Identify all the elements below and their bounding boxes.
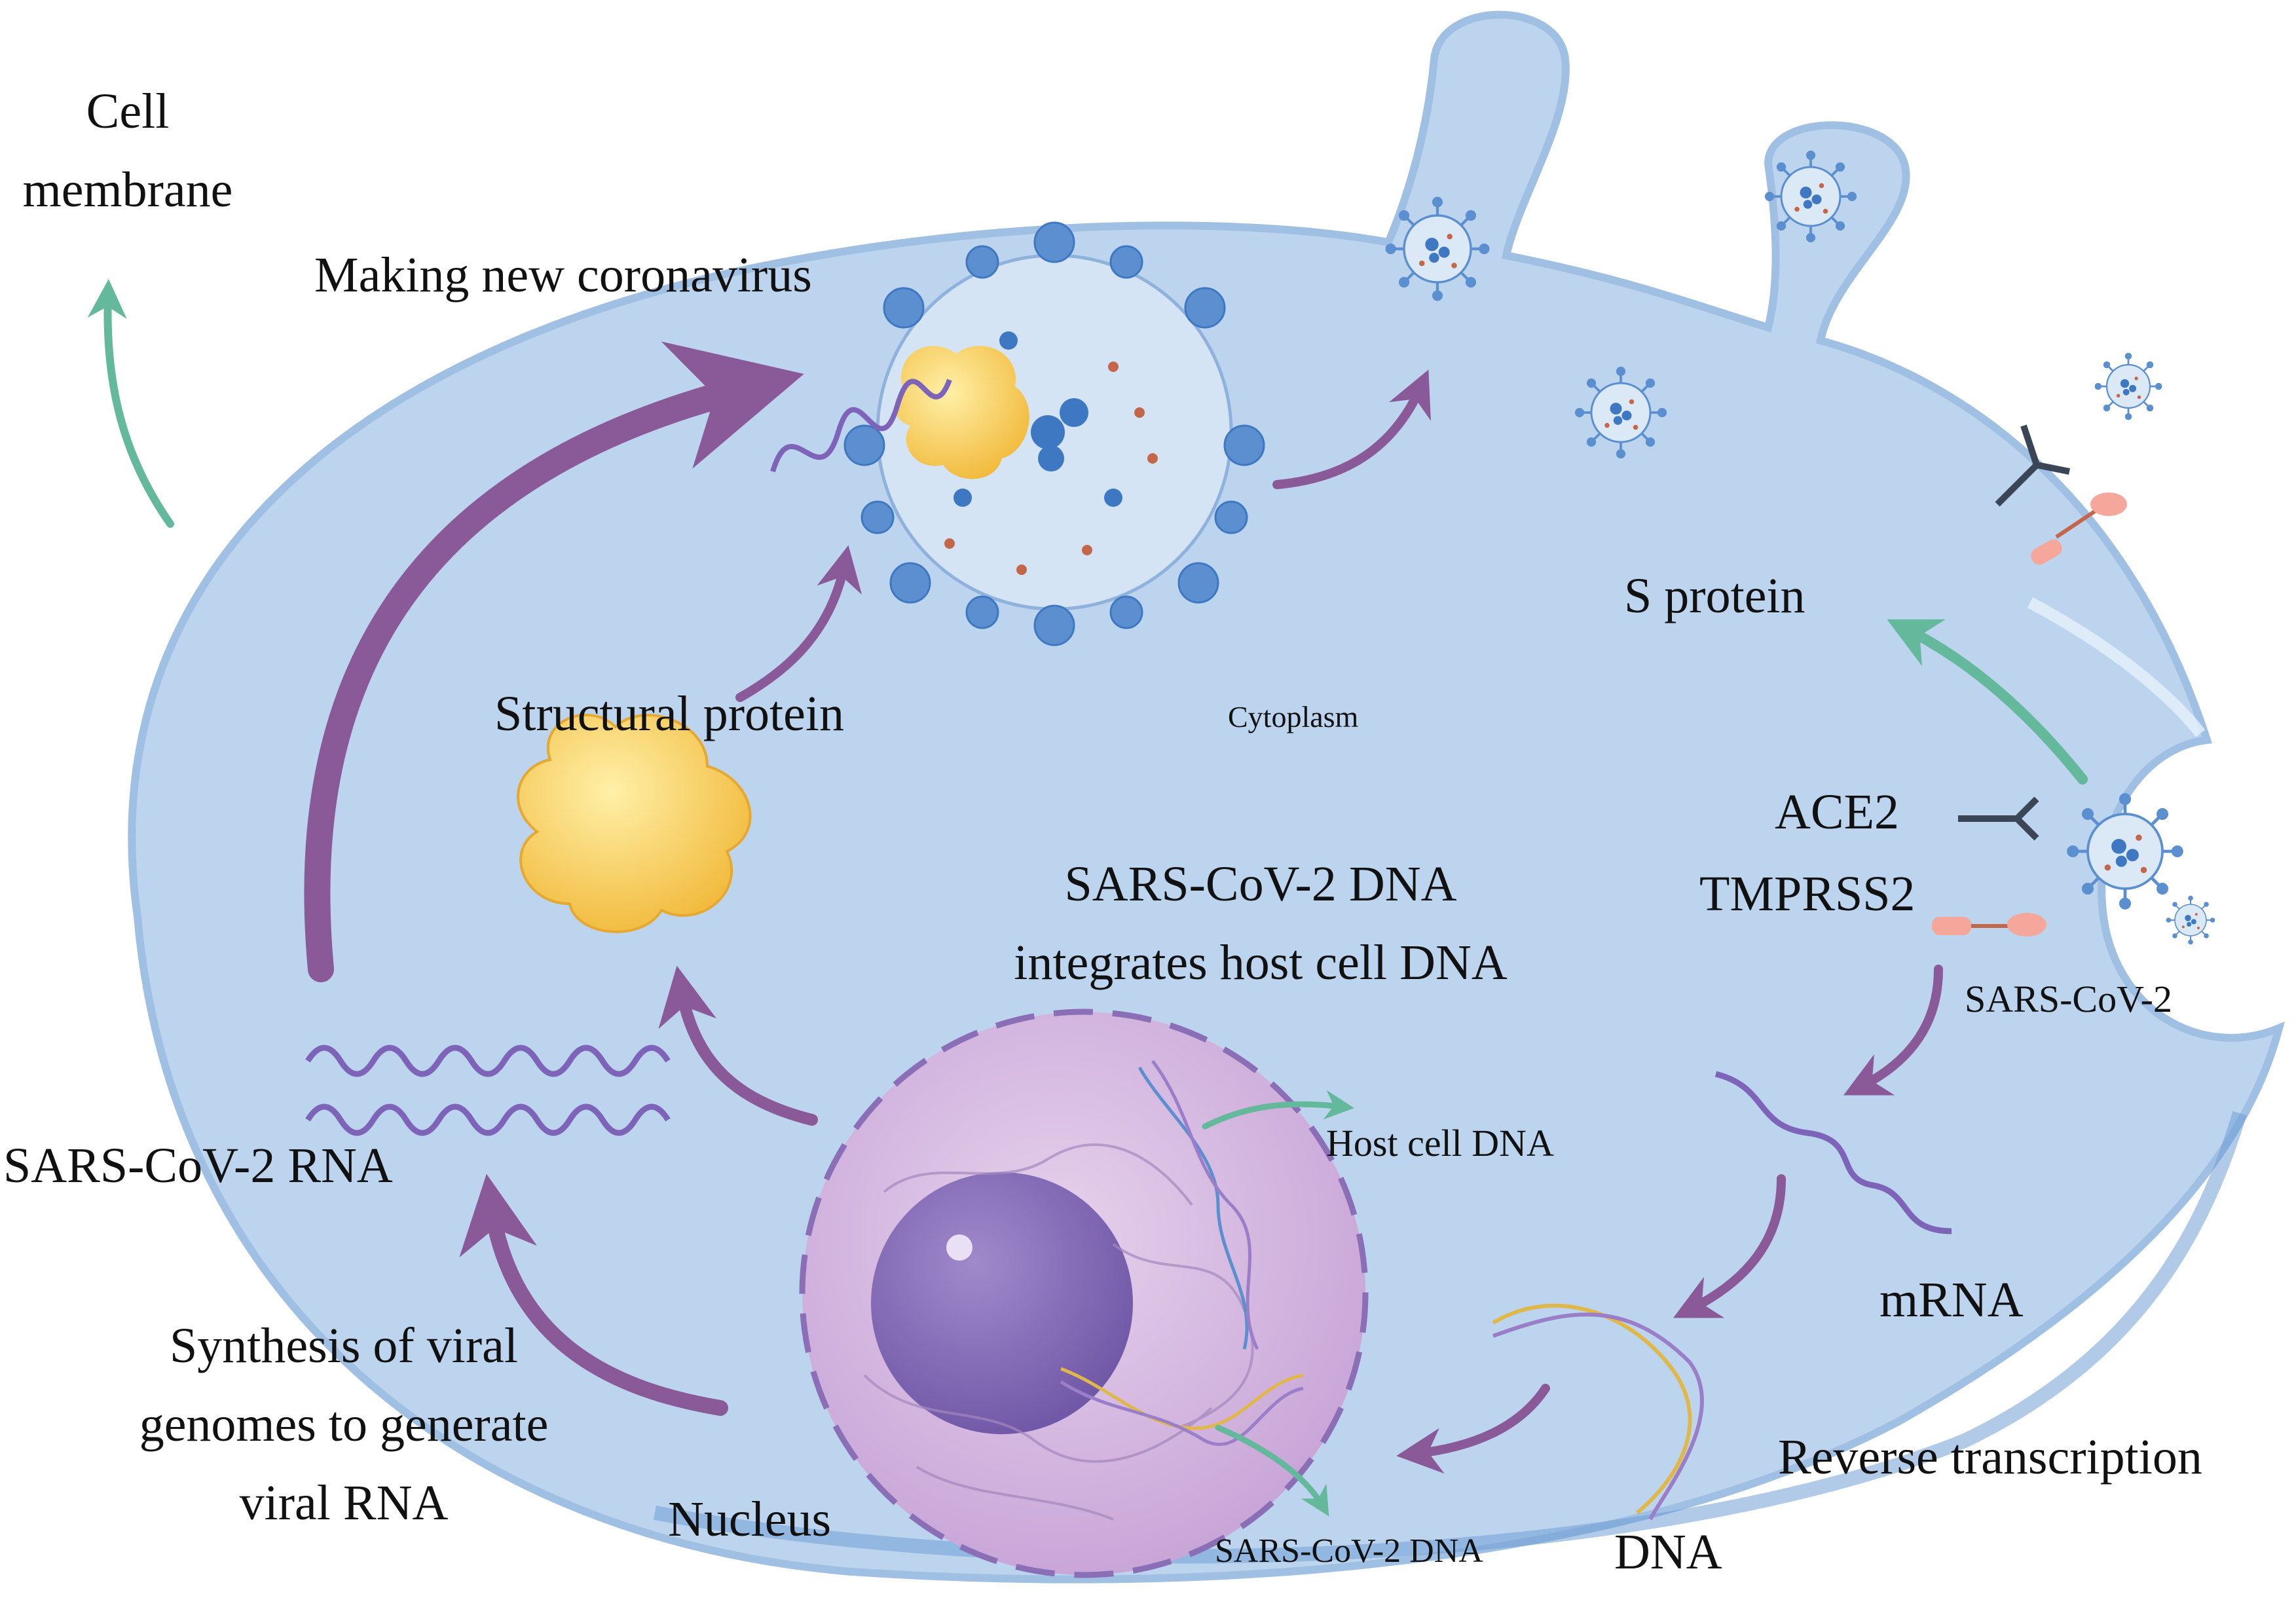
viral-dna-helix-in-nucleus	[1060, 1367, 1304, 1447]
arrow-mrna-to-dna	[1673, 1174, 1786, 1318]
membrane-highlight	[2027, 597, 2206, 737]
label-cell-membrane-2: membrane	[23, 162, 233, 217]
external-virion-2	[2166, 895, 2215, 945]
label-cell-membrane-1: Cell	[86, 84, 170, 139]
label-integrates-1: SARS-CoV-2 DNA	[1065, 857, 1457, 912]
assembling-virion	[770, 221, 1265, 646]
budding-virion-2	[1764, 150, 1857, 243]
mrna-strand	[1714, 1071, 1952, 1234]
arrow-virion-to-bud	[1272, 369, 1431, 489]
arrow-to-cell-membrane	[87, 279, 174, 528]
arrow-rna-to-virion	[304, 341, 804, 982]
label-making-virus: Making new coronavirus	[314, 248, 812, 303]
structural-protein	[517, 713, 752, 933]
label-nucleus: Nucleus	[668, 1492, 831, 1547]
label-structural-protein: Structural protein	[494, 686, 844, 741]
label-ace2: ACE2	[1775, 785, 1899, 840]
nucleolus	[871, 1172, 1133, 1434]
arrow-to-sars-dna	[1215, 1424, 1329, 1517]
label-s-protein: S protein	[1624, 568, 1805, 623]
arrow-nucleus-to-protein	[658, 965, 818, 1126]
nucleus	[799, 1009, 1369, 1578]
label-sars-cov-2: SARS-CoV-2	[1965, 978, 2172, 1020]
arrow-to-s-protein	[1887, 619, 2088, 785]
arrow-to-host-dna	[1202, 1090, 1354, 1130]
viral-rna-wave-2	[305, 1103, 671, 1136]
entering-virion	[2069, 795, 2182, 908]
label-integrates-2: integrates host cell DNA	[1014, 935, 1508, 990]
arrow-pocket-to-mrna	[1843, 965, 1943, 1096]
tmprss2-receptor-membrane	[2031, 492, 2127, 565]
viral-rna-wave-1	[305, 1045, 671, 1077]
arrow-nucleus-to-rna	[459, 1174, 728, 1416]
arrow-protein-to-virion	[735, 545, 862, 702]
label-synthesis-1: Synthesis of viral	[170, 1318, 518, 1373]
label-mrna: mRNA	[1879, 1272, 2024, 1327]
viral-rna-strand	[770, 379, 952, 473]
ace2-receptor-pocket	[1958, 796, 2039, 841]
label-synthesis-3: viral RNA	[240, 1475, 449, 1530]
label-synthesis-2: genomes to generate	[139, 1397, 549, 1452]
label-tmprss2: TMPRSS2	[1699, 866, 1916, 921]
arrows	[87, 279, 2088, 1517]
tmprss2-receptor-pocket	[1932, 913, 2046, 936]
budding-virion-1	[1387, 198, 1489, 300]
label-dna: DNA	[1614, 1525, 1722, 1580]
released-virion-1	[1574, 366, 1667, 459]
label-reverse-transcription: Reverse transcription	[1778, 1430, 2202, 1485]
label-sars-rna: SARS-CoV-2 RNA	[3, 1138, 393, 1193]
arrow-dna-to-nucleus	[1396, 1384, 1550, 1474]
label-cytoplasm: Cytoplasm	[1228, 700, 1359, 733]
ace2-receptor-membrane	[1995, 424, 2070, 507]
structural-protein-blob	[895, 346, 1029, 479]
label-sars-dna: SARS-CoV-2 DNA	[1215, 1532, 1483, 1570]
external-virion-1	[2094, 352, 2162, 420]
host-dna-helix	[1138, 1060, 1259, 1350]
labels: Cell membrane Making new coronavirus S p…	[3, 84, 2202, 1580]
label-host-cell-dna: Host cell DNA	[1326, 1122, 1554, 1164]
cytoplasm-dna-helix	[1492, 1303, 1704, 1521]
